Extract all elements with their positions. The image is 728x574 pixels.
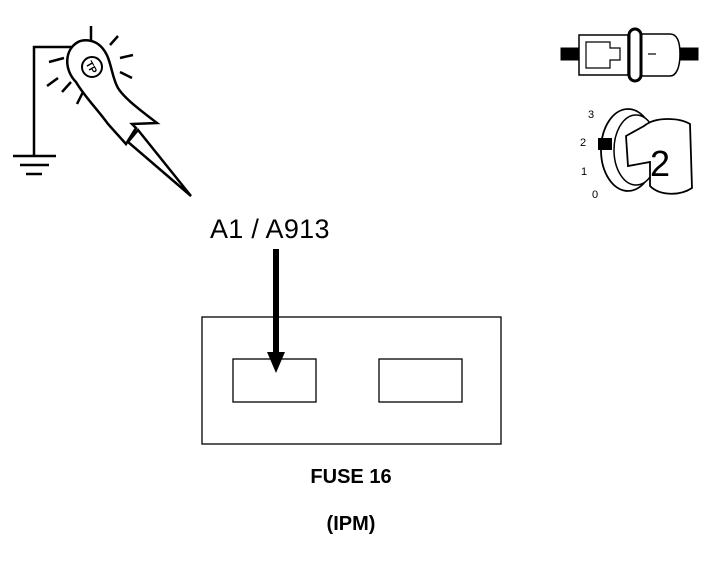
probe-arrow-head [267,352,285,373]
ignition-position-1: 1 [581,166,588,178]
module-label: (IPM) [326,513,376,535]
probe-badge-circle [81,56,103,78]
ignition-pointer [598,138,612,150]
light-rays [46,26,134,105]
ignition-switch-icon [598,108,693,195]
fuse-label: FUSE 16 [310,466,392,488]
circuit-label: A1 / A913 [210,214,330,244]
fuse-slot-right [378,358,463,403]
ignition-position-0: 0 [592,189,599,201]
ignition-position-2: 2 [580,137,587,149]
ground-symbol [13,45,76,176]
ignition-key-number: 2 [650,143,671,184]
test-light-icon: TP [46,26,192,197]
ignition-position-3: 3 [588,109,595,121]
connector-icon [560,27,699,83]
